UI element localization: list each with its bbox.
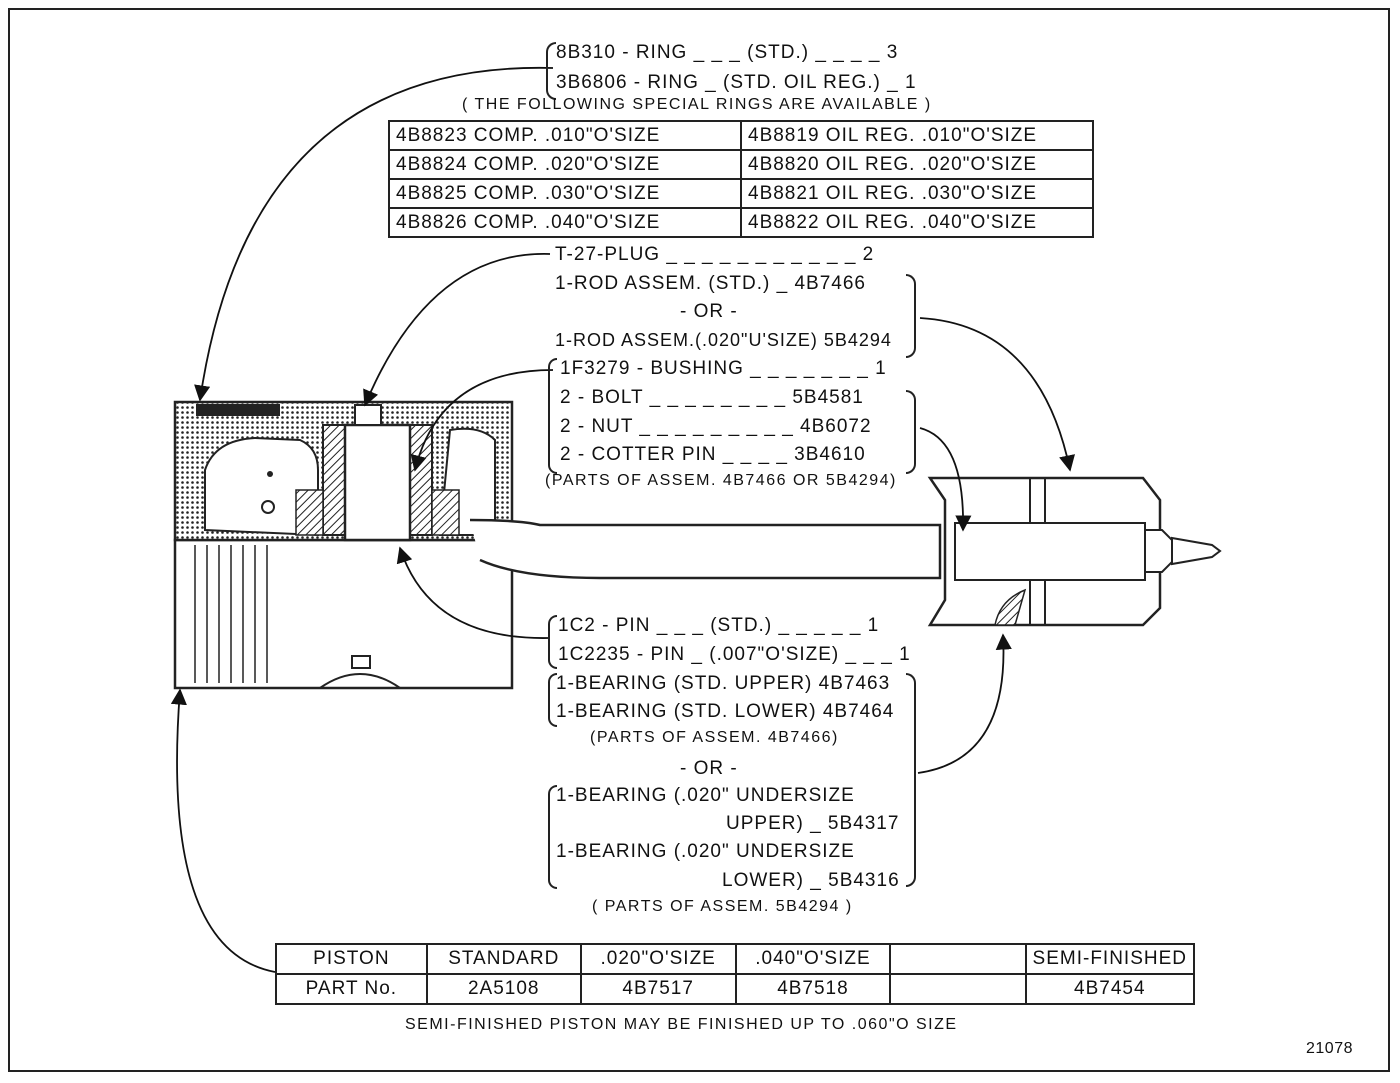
bolt-nut-brace xyxy=(906,390,916,474)
table-cell: PISTON xyxy=(275,943,428,975)
footer-note: SEMI-FINISHED PISTON MAY BE FINISHED UP … xyxy=(405,1016,958,1033)
table-cell xyxy=(889,973,1027,1005)
bearing-us-lower-part: LOWER) _ 5B4316 xyxy=(722,870,900,891)
ring-std-label: 8B310 - RING _ _ _ (STD.) _ _ _ _ 3 xyxy=(556,42,899,63)
bearings-brace xyxy=(906,673,916,887)
leader-bolt-nut xyxy=(919,427,972,532)
pin-os-label: 1C2235 - PIN _ (.007"O'SIZE) _ _ _ 1 xyxy=(558,644,911,665)
cotter-pin-label: 2 - COTTER PIN _ _ _ _ 3B4610 xyxy=(560,444,866,465)
table-cell: .040"O'SIZE xyxy=(734,943,892,975)
rings-brace xyxy=(546,42,556,100)
bearings-std-brace xyxy=(548,673,557,727)
piston-skirt xyxy=(173,538,514,690)
table-cell: 4B7518 xyxy=(734,973,892,1005)
piston-crown-section xyxy=(173,400,514,542)
leader-rings xyxy=(194,67,554,402)
table-cell: 4B8819 OIL REG. .010"O'SIZE xyxy=(740,120,1094,151)
connecting-rod xyxy=(469,476,1222,627)
bushing-label: 1F3279 - BUSHING _ _ _ _ _ _ _ 1 xyxy=(560,358,887,379)
table-cell: PART No. xyxy=(275,973,428,1005)
table-cell: 2A5108 xyxy=(425,973,582,1005)
leader-plug xyxy=(363,253,551,407)
table-cell: 4B7454 xyxy=(1024,973,1196,1005)
table-row: 4B8823 COMP. .010"O'SIZE 4B8819 OIL REG.… xyxy=(388,120,1094,151)
bearing-us-lower-label: 1-BEARING (.020" UNDERSIZE xyxy=(556,841,855,862)
table-row: PISTON STANDARD .020"O'SIZE .040"O'SIZE … xyxy=(275,943,1196,975)
rod-parts-brace xyxy=(548,358,557,474)
table-cell: 4B8822 OIL REG. .040"O'SIZE xyxy=(740,207,1094,238)
rod-us-label: 1-ROD ASSEM.(.020"U'SIZE) 5B4294 xyxy=(555,330,892,350)
bearing-std-upper-label: 1-BEARING (STD. UPPER) 4B7463 xyxy=(556,673,891,694)
bearing-us-upper-part: UPPER) _ 5B4317 xyxy=(726,813,900,834)
rod-parts-note: (PARTS OF ASSEM. 4B7466 OR 5B4294) xyxy=(545,472,897,489)
rod-or-label: - OR - xyxy=(680,301,738,322)
leader-piston xyxy=(170,688,276,973)
table-cell: 4B8820 OIL REG. .020"O'SIZE xyxy=(740,149,1094,180)
bearings-std-note: (PARTS OF ASSEM. 4B7466) xyxy=(590,729,839,746)
pin-std-label: 1C2 - PIN _ _ _ (STD.) _ _ _ _ _ 1 xyxy=(558,615,880,636)
table-cell: 4B7517 xyxy=(579,973,737,1005)
figure-number: 21078 xyxy=(1306,1040,1353,1057)
table-cell: 4B8825 COMP. .030"O'SIZE xyxy=(388,178,742,209)
bearings-or-label: - OR - xyxy=(680,758,738,779)
plug-label: T-27-PLUG _ _ _ _ _ _ _ _ _ _ _ 2 xyxy=(555,244,875,265)
bolt-label: 2 - BOLT _ _ _ _ _ _ _ _ 5B4581 xyxy=(560,387,864,408)
table-cell: 4B8824 COMP. .020"O'SIZE xyxy=(388,149,742,180)
leader-bushing xyxy=(410,369,554,472)
figure-frame xyxy=(8,8,1390,1072)
bearing-us-upper-label: 1-BEARING (.020" UNDERSIZE xyxy=(556,785,855,806)
rod-brace xyxy=(906,274,916,358)
table-cell: 4B8823 COMP. .010"O'SIZE xyxy=(388,120,742,151)
table-row: 4B8824 COMP. .020"O'SIZE 4B8820 OIL REG.… xyxy=(388,149,1094,180)
bearing-std-lower-label: 1-BEARING (STD. LOWER) 4B7464 xyxy=(556,701,895,722)
leader-rod xyxy=(919,317,1075,472)
leader-bearings xyxy=(917,633,1012,774)
pins-brace xyxy=(548,615,557,669)
special-rings-table: 4B8823 COMP. .010"O'SIZE 4B8819 OIL REG.… xyxy=(388,120,1094,238)
table-row: 4B8825 COMP. .030"O'SIZE 4B8821 OIL REG.… xyxy=(388,178,1094,209)
bearings-us-note: ( PARTS OF ASSEM. 5B4294 ) xyxy=(592,898,853,915)
nut-label: 2 - NUT _ _ _ _ _ _ _ _ _ 4B6072 xyxy=(560,416,872,437)
table-row: PART No. 2A5108 4B7517 4B7518 4B7454 xyxy=(275,973,1196,1005)
special-rings-note: ( THE FOLLOWING SPECIAL RINGS ARE AVAILA… xyxy=(462,96,932,113)
table-row: 4B8826 COMP. .040"O'SIZE 4B8822 OIL REG.… xyxy=(388,207,1094,238)
bearings-us-brace xyxy=(548,785,557,889)
table-cell: SEMI-FINISHED xyxy=(1024,943,1196,975)
ring-oil-label: 3B6806 - RING _ (STD. OIL REG.) _ 1 xyxy=(556,72,917,93)
table-cell: .020"O'SIZE xyxy=(579,943,737,975)
leader-pin xyxy=(396,546,549,639)
table-cell: STANDARD xyxy=(425,943,582,975)
table-cell: 4B8826 COMP. .040"O'SIZE xyxy=(388,207,742,238)
table-cell: 4B8821 OIL REG. .030"O'SIZE xyxy=(740,178,1094,209)
table-cell xyxy=(889,943,1027,975)
rod-std-label: 1-ROD ASSEM. (STD.) _ 4B7466 xyxy=(555,273,866,294)
piston-part-table: PISTON STANDARD .020"O'SIZE .040"O'SIZE … xyxy=(275,943,1196,1005)
